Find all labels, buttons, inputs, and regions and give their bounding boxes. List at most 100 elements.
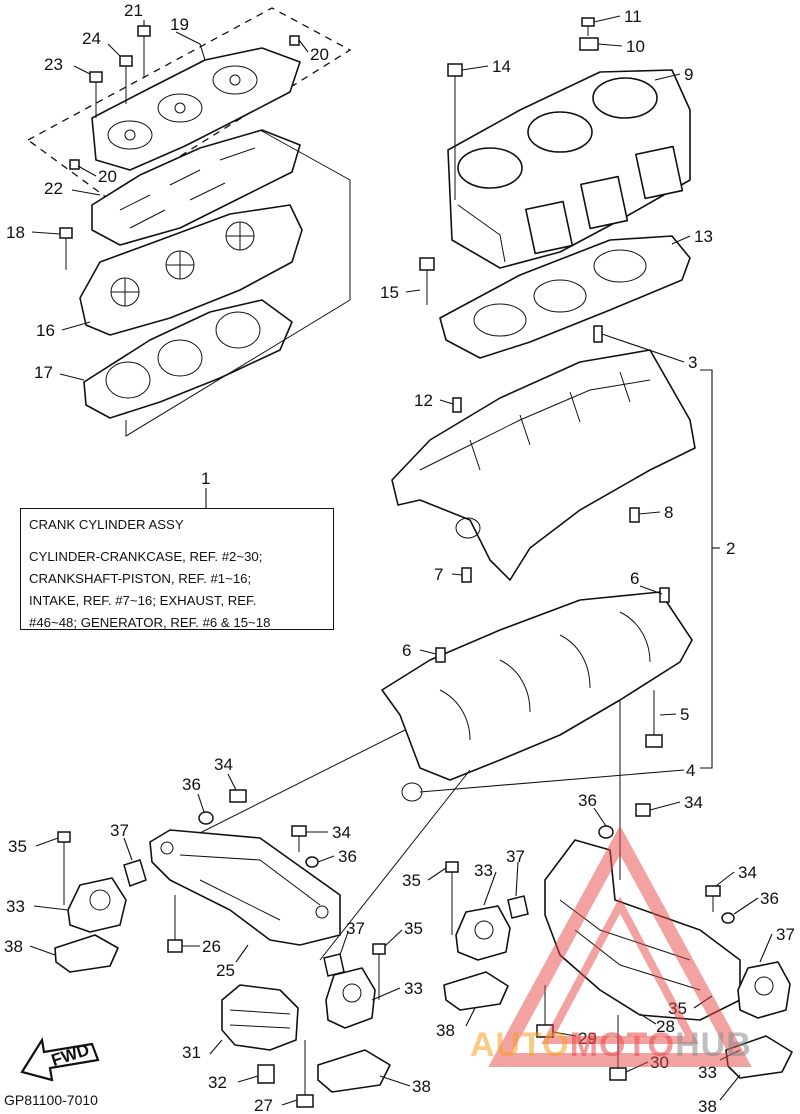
guide-line-mount-center — [319, 769, 471, 961]
callout-9: 9 — [684, 65, 693, 84]
clamp-10 — [579, 37, 599, 51]
bolt-26 — [167, 895, 183, 953]
callout-8: 8 — [664, 503, 673, 522]
washer-36a — [198, 811, 214, 825]
watermark-part-moto: MOTO — [569, 1026, 676, 1064]
callout-11: 11 — [624, 7, 642, 26]
callout-36b: 36 — [338, 847, 357, 866]
callout-7: 7 — [434, 565, 443, 584]
head-cover-group-outline — [26, 7, 352, 201]
info-box-title: CRANK CYLINDER ASSY — [29, 517, 184, 532]
info-box-line: #46~48; GENERATOR, REF. #6 & 15~18 — [29, 615, 271, 630]
callout-17: 17 — [34, 363, 53, 382]
callout-34d: 34 — [738, 863, 757, 882]
callout-31: 31 — [182, 1043, 201, 1062]
bracket-2 — [700, 369, 713, 769]
leader-lines — [29, 15, 773, 1106]
head-bolt-21 — [137, 25, 151, 78]
forward-arrow-icon: FWD — [20, 1036, 100, 1082]
bolt-35-center — [372, 943, 386, 1000]
bolt-34c — [635, 803, 651, 817]
dowel-6b — [435, 647, 446, 663]
cylinder-head-gasket — [83, 299, 293, 419]
spacer-37-left — [123, 859, 147, 887]
stud-3 — [593, 325, 603, 343]
callout-36a: 36 — [182, 775, 201, 794]
callout-1: 1 — [201, 469, 210, 488]
lower-crankcase — [381, 591, 693, 802]
callout-26: 26 — [202, 937, 221, 956]
info-box-line: CRANKSHAFT-PISTON, REF. #1~16; — [29, 571, 252, 586]
bolt-32 — [257, 1064, 275, 1084]
diagram-code: GP81100-7010 — [4, 1092, 98, 1108]
callout-13: 13 — [694, 227, 713, 246]
callout-38e: 38 — [698, 1097, 717, 1114]
callout-14: 14 — [492, 57, 511, 76]
callout-36c: 36 — [578, 791, 597, 810]
callout-15: 15 — [380, 283, 399, 302]
callout-23: 23 — [44, 55, 63, 74]
callout-32: 32 — [208, 1073, 227, 1092]
head-cover-gasket — [91, 129, 301, 246]
head-bolt-18 — [59, 227, 73, 270]
callout-22: 22 — [44, 179, 63, 198]
watermark-logo-icon — [488, 825, 752, 1067]
callout-33a: 33 — [6, 897, 25, 916]
callout-4: 4 — [686, 761, 695, 780]
crank-cylinder-info-box: CRANK CYLINDER ASSY CYLINDER-CRANKCASE, … — [20, 508, 334, 630]
washer-36b — [305, 856, 319, 868]
guide-line-mount-left — [169, 729, 406, 849]
cylinder-block — [447, 69, 691, 269]
watermark-text: AUTOMOTOHUB — [470, 1026, 752, 1065]
callout-34a: 34 — [214, 755, 233, 774]
dowel-8 — [629, 507, 640, 523]
callout-5: 5 — [680, 705, 689, 724]
engine-mount-far-right — [737, 961, 791, 1019]
bolt-35-right — [445, 861, 459, 935]
watermark-part-auto: AUTO — [470, 1026, 570, 1064]
bolt-34a — [229, 789, 247, 803]
dowel-6a — [659, 587, 670, 603]
engine-damper-31 — [221, 984, 299, 1051]
spacer-37-right — [507, 895, 529, 919]
cylinder-bolt-14 — [447, 63, 463, 96]
engine-mount-left — [67, 877, 127, 933]
bolt-27 — [296, 1040, 314, 1108]
upper-crankcase — [391, 349, 696, 581]
callout-35a: 35 — [8, 837, 27, 856]
cover-screw-20b — [69, 159, 80, 170]
callout-33d: 33 — [698, 1063, 717, 1082]
callout-16: 16 — [36, 321, 55, 340]
callout-19: 19 — [170, 15, 189, 34]
dowel-7 — [461, 567, 472, 583]
washer-36d — [721, 912, 735, 924]
cylinder-head — [79, 204, 303, 336]
callout-38b: 38 — [436, 1021, 455, 1040]
engine-mount-right — [455, 905, 511, 961]
callout-35b: 35 — [404, 919, 423, 938]
guide-line-left — [125, 129, 351, 437]
bolt-35-left — [57, 831, 71, 905]
spacer-37-center — [323, 953, 345, 977]
callout-10: 10 — [626, 37, 645, 56]
cylinder-base-gasket — [439, 235, 691, 359]
bolt-34d — [705, 885, 721, 912]
callout-3: 3 — [688, 353, 697, 372]
callout-37b: 37 — [346, 919, 365, 938]
dowel-12 — [452, 397, 462, 413]
callout-34b: 34 — [332, 823, 351, 842]
callout-25: 25 — [216, 961, 235, 980]
callout-18: 18 — [6, 223, 25, 242]
engine-mount-center — [325, 967, 376, 1029]
callout-37a: 37 — [110, 821, 129, 840]
callout-28: 28 — [656, 1017, 675, 1036]
callout-38a: 38 — [4, 937, 23, 956]
callout-6b: 6 — [402, 641, 411, 660]
info-box-line: CYLINDER-CRANKCASE, REF. #2~30; — [29, 549, 263, 564]
callout-21: 21 — [124, 1, 143, 20]
washer-36c — [598, 825, 614, 839]
guide-line-top-right — [426, 96, 456, 305]
cover-screw-20a — [289, 35, 300, 46]
